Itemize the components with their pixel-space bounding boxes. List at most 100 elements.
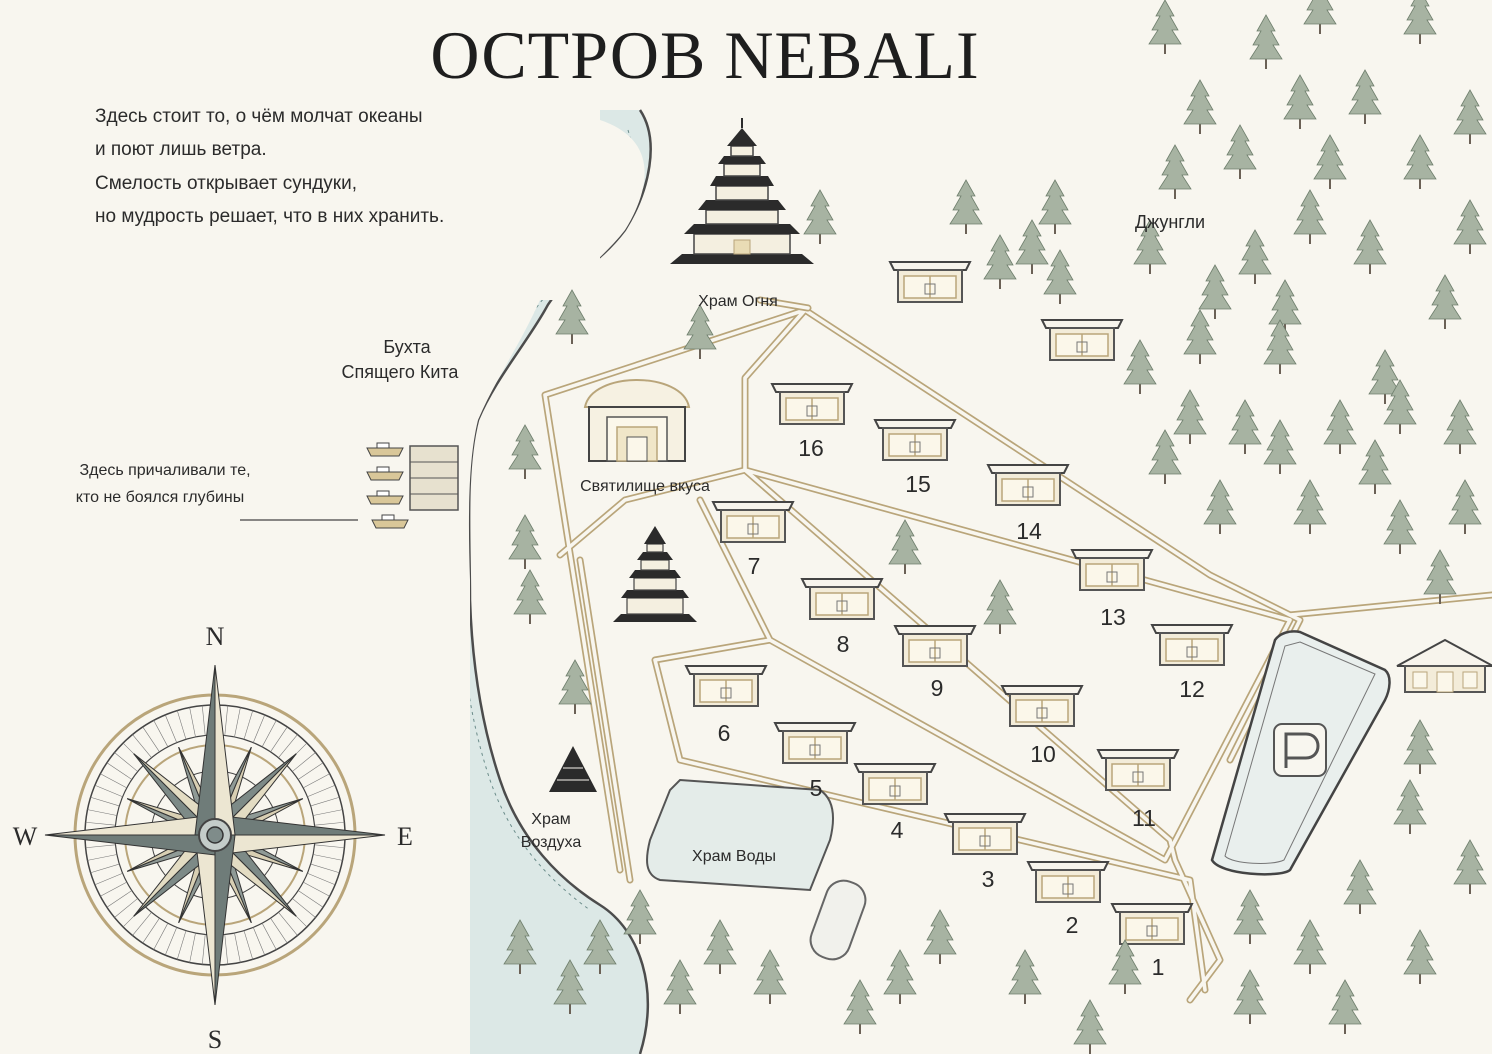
tree-icon — [1323, 399, 1357, 455]
villa-icon[interactable] — [1111, 903, 1193, 945]
tree-icon — [1228, 399, 1262, 455]
tree-icon — [843, 979, 877, 1035]
tree-icon — [1038, 179, 1072, 235]
compass-east-label: E — [397, 822, 413, 851]
villa-icon[interactable] — [1097, 749, 1179, 791]
water-temple-label: Храм Воды — [692, 848, 776, 865]
tree-icon — [1223, 124, 1257, 180]
compass-north-label: N — [206, 622, 225, 651]
tree-icon — [753, 949, 787, 1005]
pagoda-icon[interactable] — [613, 526, 697, 622]
tree-icon — [1043, 249, 1077, 305]
villa-number: 16 — [798, 435, 824, 461]
villa-number: 10 — [1030, 741, 1056, 767]
villa-icon[interactable] — [1071, 549, 1153, 591]
poem-line: и поют лишь ветра. — [95, 139, 267, 160]
villa-icon[interactable] — [854, 763, 936, 805]
tree-icon — [663, 959, 697, 1015]
parking-icon — [1273, 723, 1327, 777]
tree-icon — [1183, 79, 1217, 135]
boat-icon — [366, 466, 404, 481]
villa-icon[interactable] — [771, 383, 853, 425]
villa-icon[interactable] — [1001, 685, 1083, 727]
villa-icon[interactable] — [712, 501, 794, 543]
tree-icon — [1358, 439, 1392, 495]
villa-icon[interactable] — [944, 813, 1026, 855]
villa-icon[interactable] — [685, 665, 767, 707]
tree-icon — [1348, 69, 1382, 125]
villa-number: 1 — [1152, 954, 1165, 980]
tree-icon — [1293, 919, 1327, 975]
tree-icon — [1428, 274, 1462, 330]
tree-icon — [1203, 479, 1237, 535]
tree-icon — [983, 579, 1017, 635]
tree-icon — [1015, 219, 1049, 275]
villa-number: 12 — [1179, 676, 1205, 702]
compass-south-label: S — [208, 1025, 222, 1054]
compass-west-label: W — [13, 822, 38, 851]
tree-icon — [1353, 219, 1387, 275]
bay-label: Спящего Кита — [342, 362, 460, 382]
tree-icon — [1263, 319, 1297, 375]
air-temple-icon[interactable] — [549, 746, 597, 792]
tree-icon — [1293, 189, 1327, 245]
tree-icon — [923, 909, 957, 965]
tree-icon — [1343, 859, 1377, 915]
boat-icon — [371, 514, 409, 529]
taste-sanctuary-building[interactable] — [583, 379, 691, 462]
villa-icon[interactable] — [1151, 624, 1233, 666]
tree-icon — [1403, 0, 1437, 45]
tree-icon — [1453, 89, 1487, 145]
villa-icon[interactable] — [1041, 319, 1123, 361]
tree-icon — [508, 424, 542, 480]
villa-icon[interactable] — [801, 578, 883, 620]
tree-icon — [1173, 389, 1207, 445]
tree-icon — [1313, 134, 1347, 190]
villa-number: 13 — [1100, 604, 1126, 630]
tree-icon — [703, 919, 737, 975]
villa-icon[interactable] — [889, 261, 971, 303]
pier-note: Здесь причаливали те, — [79, 462, 250, 479]
villa-number: 4 — [891, 817, 904, 843]
tree-icon — [513, 569, 547, 625]
tree-icon — [1283, 74, 1317, 130]
villa-number: 5 — [810, 775, 823, 801]
tree-icon — [1268, 279, 1302, 335]
villa-number: 7 — [748, 553, 761, 579]
pier-note: кто не боялся глубины — [76, 489, 244, 506]
water-temple-pool[interactable] — [646, 778, 834, 892]
villa-icon[interactable] — [987, 464, 1069, 506]
tree-icon — [1393, 779, 1427, 835]
fire-temple-pagoda-icon[interactable] — [670, 118, 814, 264]
shoreline-foam — [459, 129, 634, 911]
tree-icon — [1238, 229, 1272, 285]
villa-icon[interactable] — [894, 625, 976, 667]
villa-icon[interactable] — [1027, 861, 1109, 903]
tree-icon — [1293, 479, 1327, 535]
tree-icon — [888, 519, 922, 575]
poem-line: но мудрость решает, что в них хранить. — [95, 206, 444, 227]
tree-icon — [1123, 339, 1157, 395]
villa-icon[interactable] — [774, 722, 856, 764]
parking-lot[interactable] — [1210, 630, 1391, 876]
taste-sanctuary-label: Святилище вкуса — [580, 478, 710, 495]
villa-icon[interactable] — [874, 419, 956, 461]
boat-icon — [366, 490, 404, 505]
poem-line: Смелость открывает сундуки, — [95, 173, 357, 194]
tree-icon — [1108, 939, 1142, 995]
tree-icon — [1263, 419, 1297, 475]
tree-icon — [1328, 979, 1362, 1035]
villa-number: 2 — [1066, 912, 1079, 938]
villa-number: 11 — [1132, 805, 1156, 831]
air-temple-label: Воздуха — [521, 834, 582, 851]
tree-icon — [508, 514, 542, 570]
tree-icon — [1073, 999, 1107, 1054]
reception-building[interactable] — [1396, 638, 1492, 693]
pier[interactable] — [409, 445, 459, 511]
poem-line: Здесь стоит то, о чём молчат океаны — [95, 106, 423, 127]
tree-icon — [1443, 399, 1477, 455]
tree-icon — [1233, 969, 1267, 1025]
tree-icon — [1303, 0, 1337, 35]
page-title: ОСТРОВ NEBALI — [430, 17, 979, 93]
